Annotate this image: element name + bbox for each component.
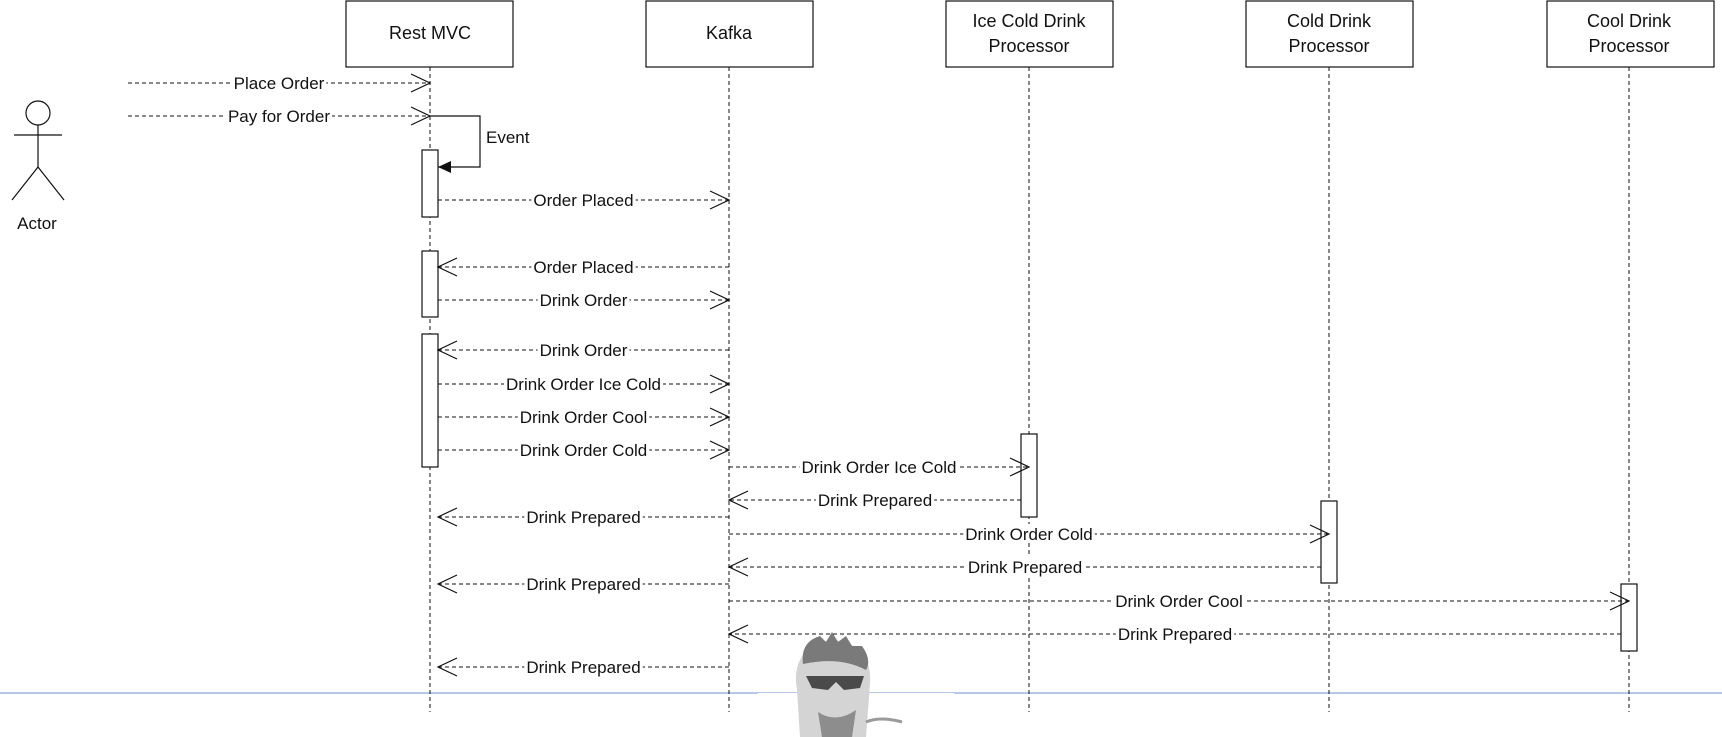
message-2: Pay for Order: [128, 106, 432, 126]
message-label: Drink Order: [540, 291, 628, 310]
message-12: Drink Prepared: [727, 490, 1021, 510]
message-label: Drink Order Ice Cold: [506, 375, 661, 394]
participant-label: Cool Drink: [1587, 11, 1672, 31]
message-label: Drink Prepared: [818, 491, 932, 510]
message-14: Drink Order Cold: [729, 524, 1331, 544]
participant-box: [1245, 0, 1414, 68]
label-background: [524, 507, 643, 525]
label-background: [537, 290, 630, 308]
participant-box: [645, 0, 814, 68]
participant-rest: Rest MVC: [345, 0, 514, 68]
message-9: Drink Order Cool: [438, 407, 731, 427]
message-label: Drink Order Cool: [1115, 592, 1243, 611]
message-label: Pay for Order: [228, 107, 330, 126]
participant-box: [945, 0, 1114, 68]
message-label: Drink Order Cool: [520, 408, 648, 427]
message-8: Drink Order Ice Cold: [438, 374, 731, 394]
message-label: Drink Prepared: [526, 575, 640, 594]
message-label: Drink Order Cold: [520, 441, 648, 460]
message-label: Place Order: [234, 74, 325, 93]
message-4: Order Placed: [438, 190, 731, 210]
message-18: Drink Prepared: [727, 624, 1621, 644]
message-10: Drink Order Cold: [438, 440, 731, 460]
message-17: Drink Order Cool: [729, 591, 1631, 611]
message-13: Drink Prepared: [436, 507, 729, 527]
message-label: Drink Prepared: [1118, 625, 1232, 644]
actor-right-leg: [37, 166, 65, 201]
label-background: [1113, 591, 1245, 609]
message-label: Order Placed: [533, 258, 633, 277]
message-label: Drink Order Ice Cold: [802, 458, 957, 477]
participant-label: Processor: [1588, 36, 1669, 56]
message-label: Order Placed: [533, 191, 633, 210]
message-1: Place Order: [128, 73, 432, 93]
message-label: Drink Prepared: [526, 658, 640, 677]
message-label: Drink Prepared: [526, 508, 640, 527]
message-6: Drink Order: [438, 290, 731, 310]
label-background: [799, 457, 959, 475]
label-background: [517, 440, 650, 458]
label-background: [531, 257, 636, 275]
message-label: Drink Order Cold: [965, 525, 1093, 544]
activation-bar-cold: [1320, 500, 1338, 584]
participant-label: Ice Cold Drink: [972, 11, 1086, 31]
message-16: Drink Prepared: [436, 574, 729, 594]
participant-label: Processor: [1288, 36, 1369, 56]
message-label: Drink Order: [540, 341, 628, 360]
activation-bar-ice: [1020, 433, 1038, 518]
label-background: [1115, 624, 1235, 642]
label-background: [524, 574, 643, 592]
label-background: [517, 407, 650, 425]
message-19: Drink Prepared: [436, 657, 729, 677]
actor-head: [25, 100, 51, 126]
activation-bar-rest: [421, 333, 439, 468]
message-label: Drink Prepared: [968, 558, 1082, 577]
message-15: Drink Prepared: [727, 557, 1321, 577]
activation-bar-rest: [421, 149, 439, 218]
activation-bar-rest: [421, 250, 439, 318]
mascot-face-icon: [758, 632, 954, 737]
participant-label: Processor: [988, 36, 1069, 56]
activation-bar-cool: [1620, 583, 1638, 652]
participant-label: Rest MVC: [389, 23, 471, 43]
label-background: [225, 106, 333, 124]
actor-label: Actor: [17, 214, 57, 233]
label-background: [531, 190, 636, 208]
message-5: Order Placed: [436, 257, 729, 277]
watermark-cigar: [865, 717, 903, 724]
message-11: Drink Order Ice Cold: [729, 457, 1031, 477]
watermark-beard: [818, 710, 856, 737]
message-label: Event: [486, 128, 530, 147]
label-background: [815, 490, 935, 508]
actor: Actor: [11, 100, 65, 233]
participant-box: [345, 0, 514, 68]
watermark-sunglasses: [806, 676, 864, 690]
message-7: Drink Order: [436, 340, 729, 360]
label-background: [965, 557, 1085, 575]
label-background: [524, 657, 643, 675]
label-background: [963, 524, 1095, 542]
participant-kafka: Kafka: [645, 0, 814, 68]
actor-left-leg: [11, 166, 39, 201]
watermark-hair: [802, 632, 869, 670]
label-background: [504, 374, 663, 392]
participant-box: [1546, 0, 1715, 68]
label-background: [231, 73, 327, 91]
label-background: [537, 340, 630, 358]
self-message-arrow: [430, 115, 481, 173]
participant-label: Kafka: [706, 23, 753, 43]
message-3: Event: [430, 115, 530, 173]
participant-label: Cold Drink: [1287, 11, 1372, 31]
